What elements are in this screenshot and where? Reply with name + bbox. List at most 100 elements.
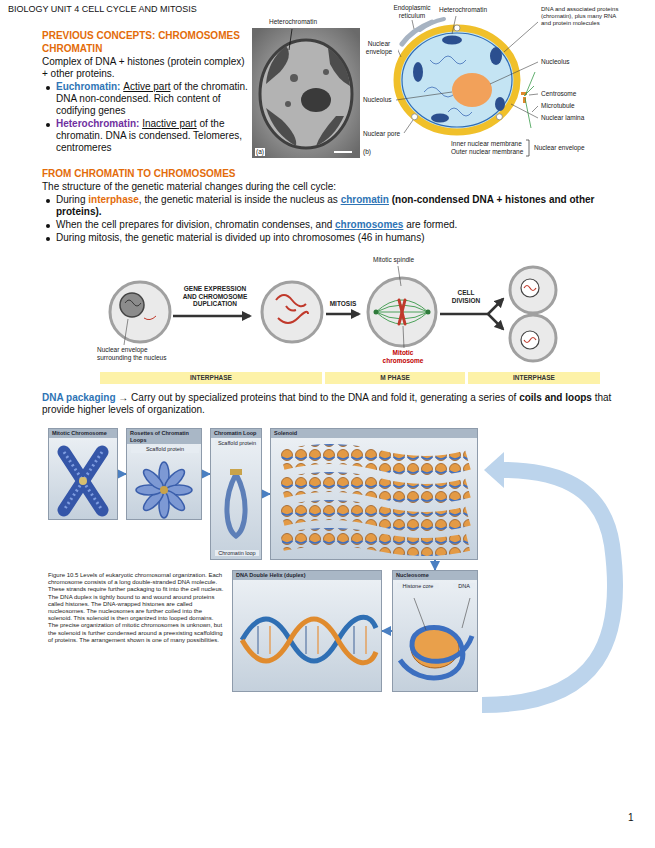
dna-packaging-figure-part: [282, 454, 468, 466]
text-run: Euchromatin:: [56, 81, 120, 92]
text-run: When the cell prepares for division, chr…: [56, 219, 332, 230]
dna-packaging-figure-part: [317, 626, 319, 654]
text-run: During: [56, 194, 85, 205]
nucleus-diagram-part: [511, 104, 538, 118]
dna-packaging-figure-part: [227, 474, 245, 536]
cell-cycle-part: [399, 300, 405, 324]
cell-cycle-part: [144, 316, 156, 320]
figure-label: DNA and associated proteins (chromatin),…: [540, 6, 628, 27]
text-run: coils and loops: [519, 392, 592, 403]
text-run: interphase: [88, 194, 139, 205]
cell-cycle-part: [262, 282, 322, 342]
text-run: chromosomes: [335, 219, 403, 230]
figure-panel: Rosettes of Chromatin LoopsScaffold prot…: [126, 428, 202, 520]
figure-label: Nuclear envelope surrounding the nucleus: [96, 346, 180, 361]
figure-panel: Mitotic Chromosome: [48, 428, 118, 520]
figure-caption: Figure 10.5 Levels of eukaryotic chromos…: [48, 572, 224, 644]
bullet-item: Euchromatin:Active partof the chromatin.…: [42, 81, 248, 117]
cell-cycle-part: [524, 338, 536, 343]
figure-label: Nucleolus: [540, 58, 571, 66]
bullet-dot: [46, 224, 50, 228]
figure-label: Microtubule: [540, 102, 576, 110]
text-run: The structure of the genetic material ch…: [42, 181, 336, 192]
figure-label: Inner nuclear membrane: [450, 140, 523, 148]
panel-title: Rosettes of Chromatin Loops: [127, 429, 201, 444]
cell-cycle-part: [120, 293, 144, 317]
nucleus-diagram-part: [448, 108, 472, 116]
paragraph: Complex of DNA + histones (protein compl…: [42, 56, 248, 80]
cell-cycle-part: [124, 319, 128, 345]
figure-label: Mitotic chromosome: [372, 349, 434, 364]
part-label: Histone core: [397, 583, 439, 590]
cell-cycle-part: [368, 278, 436, 346]
dna-packaging-figure-part: [48, 428, 118, 520]
cell-cycle-part: [399, 300, 405, 324]
dna-packaging-figure-part: [210, 428, 262, 560]
figure-label: Nuclear lamina: [540, 114, 585, 122]
nucleus-diagram-part: [396, 92, 452, 100]
bullet-item: During mitosis, the genetic material is …: [42, 232, 617, 244]
dna-packaging-figure-part: [282, 482, 468, 494]
text-run: are formed.: [406, 219, 457, 230]
micrograph-part: [328, 48, 350, 86]
micrograph-part: [290, 74, 298, 82]
figure-panel: DNA Double Helix (duplex): [232, 570, 382, 692]
dna-packaging-figure-part: [79, 477, 87, 485]
micrograph-part: [289, 29, 292, 50]
page-number: 1: [628, 812, 634, 824]
dna-packaging-figure-part: [414, 598, 426, 630]
dna-packaging-figure-part: [257, 626, 259, 654]
part-label: Chromatin loop: [215, 550, 259, 557]
panel-title: Nucleosome: [393, 571, 477, 580]
step-label: CELL DIVISION: [446, 289, 486, 304]
dna-packaging-figure-part: [462, 598, 470, 628]
cell-cycle-part: [173, 315, 250, 318]
dna-packaging-figure-part: [269, 626, 271, 654]
cell-cycle-part: [403, 326, 404, 348]
micrograph: [252, 28, 360, 158]
cell-cycle-part: [524, 286, 536, 291]
phase-name: INTERPHASE: [470, 374, 598, 382]
cell-cycle-part: [276, 295, 306, 306]
figure-panel: Solenoid: [270, 428, 478, 560]
zoom-arrow: [434, 560, 436, 570]
page-title: BIOLOGY UNIT 4 CELL CYCLE AND MITOSIS: [8, 4, 197, 14]
zoom-arrow: [382, 630, 392, 632]
part-label: Scaffold protein: [131, 446, 199, 453]
cell-cycle-part: [488, 299, 503, 314]
dna-packaging-figure-part: [353, 626, 355, 654]
dna-packaging-figure-part: [230, 469, 242, 475]
micrograph-part: [252, 28, 360, 158]
part-label: DNA: [453, 583, 475, 590]
dna-packaging-figure-part: [482, 470, 615, 705]
dna-packaging-figure: [48, 428, 615, 705]
dna-packaging-figure-part: [282, 537, 468, 547]
micrograph-part: [266, 46, 289, 84]
cell-cycle-part: [286, 306, 296, 311]
dna-packaging-figure-part: [484, 452, 504, 488]
panel-title: Mitotic Chromosome: [49, 429, 117, 438]
phase-band: M PHASE: [325, 372, 465, 384]
cell-cycle-part: [125, 300, 141, 306]
bullet-dot: [46, 199, 50, 203]
cell-cycle-part: [326, 313, 359, 316]
micrograph-part: [301, 88, 331, 112]
panel-letter: (a): [255, 148, 265, 156]
nucleus-diagram-part: [525, 72, 535, 96]
panel-title: Chromatin Loop: [211, 429, 261, 438]
dna-packaging-figure-part: [392, 570, 478, 692]
paragraph: The structure of the genetic material ch…: [42, 181, 617, 193]
bullet-item: Heterochromatin:Inactive partof the chro…: [42, 118, 248, 154]
figure-label: Nucleolus: [362, 96, 393, 104]
panel-letter: (b): [362, 148, 372, 156]
dna-packaging-figure-part: [126, 428, 202, 520]
text-run: CHROMATIN: [42, 43, 102, 54]
cell-cycle-part: [374, 310, 379, 315]
cell-cycle-part: [521, 279, 539, 297]
part-label: Scaffold protein: [215, 440, 259, 447]
nucleus-diagram-part: [431, 114, 449, 123]
phase-name: M PHASE: [327, 374, 463, 382]
figure-label: Heterochromatin: [268, 18, 318, 26]
figure-label: Nuclear envelope: [533, 144, 586, 152]
